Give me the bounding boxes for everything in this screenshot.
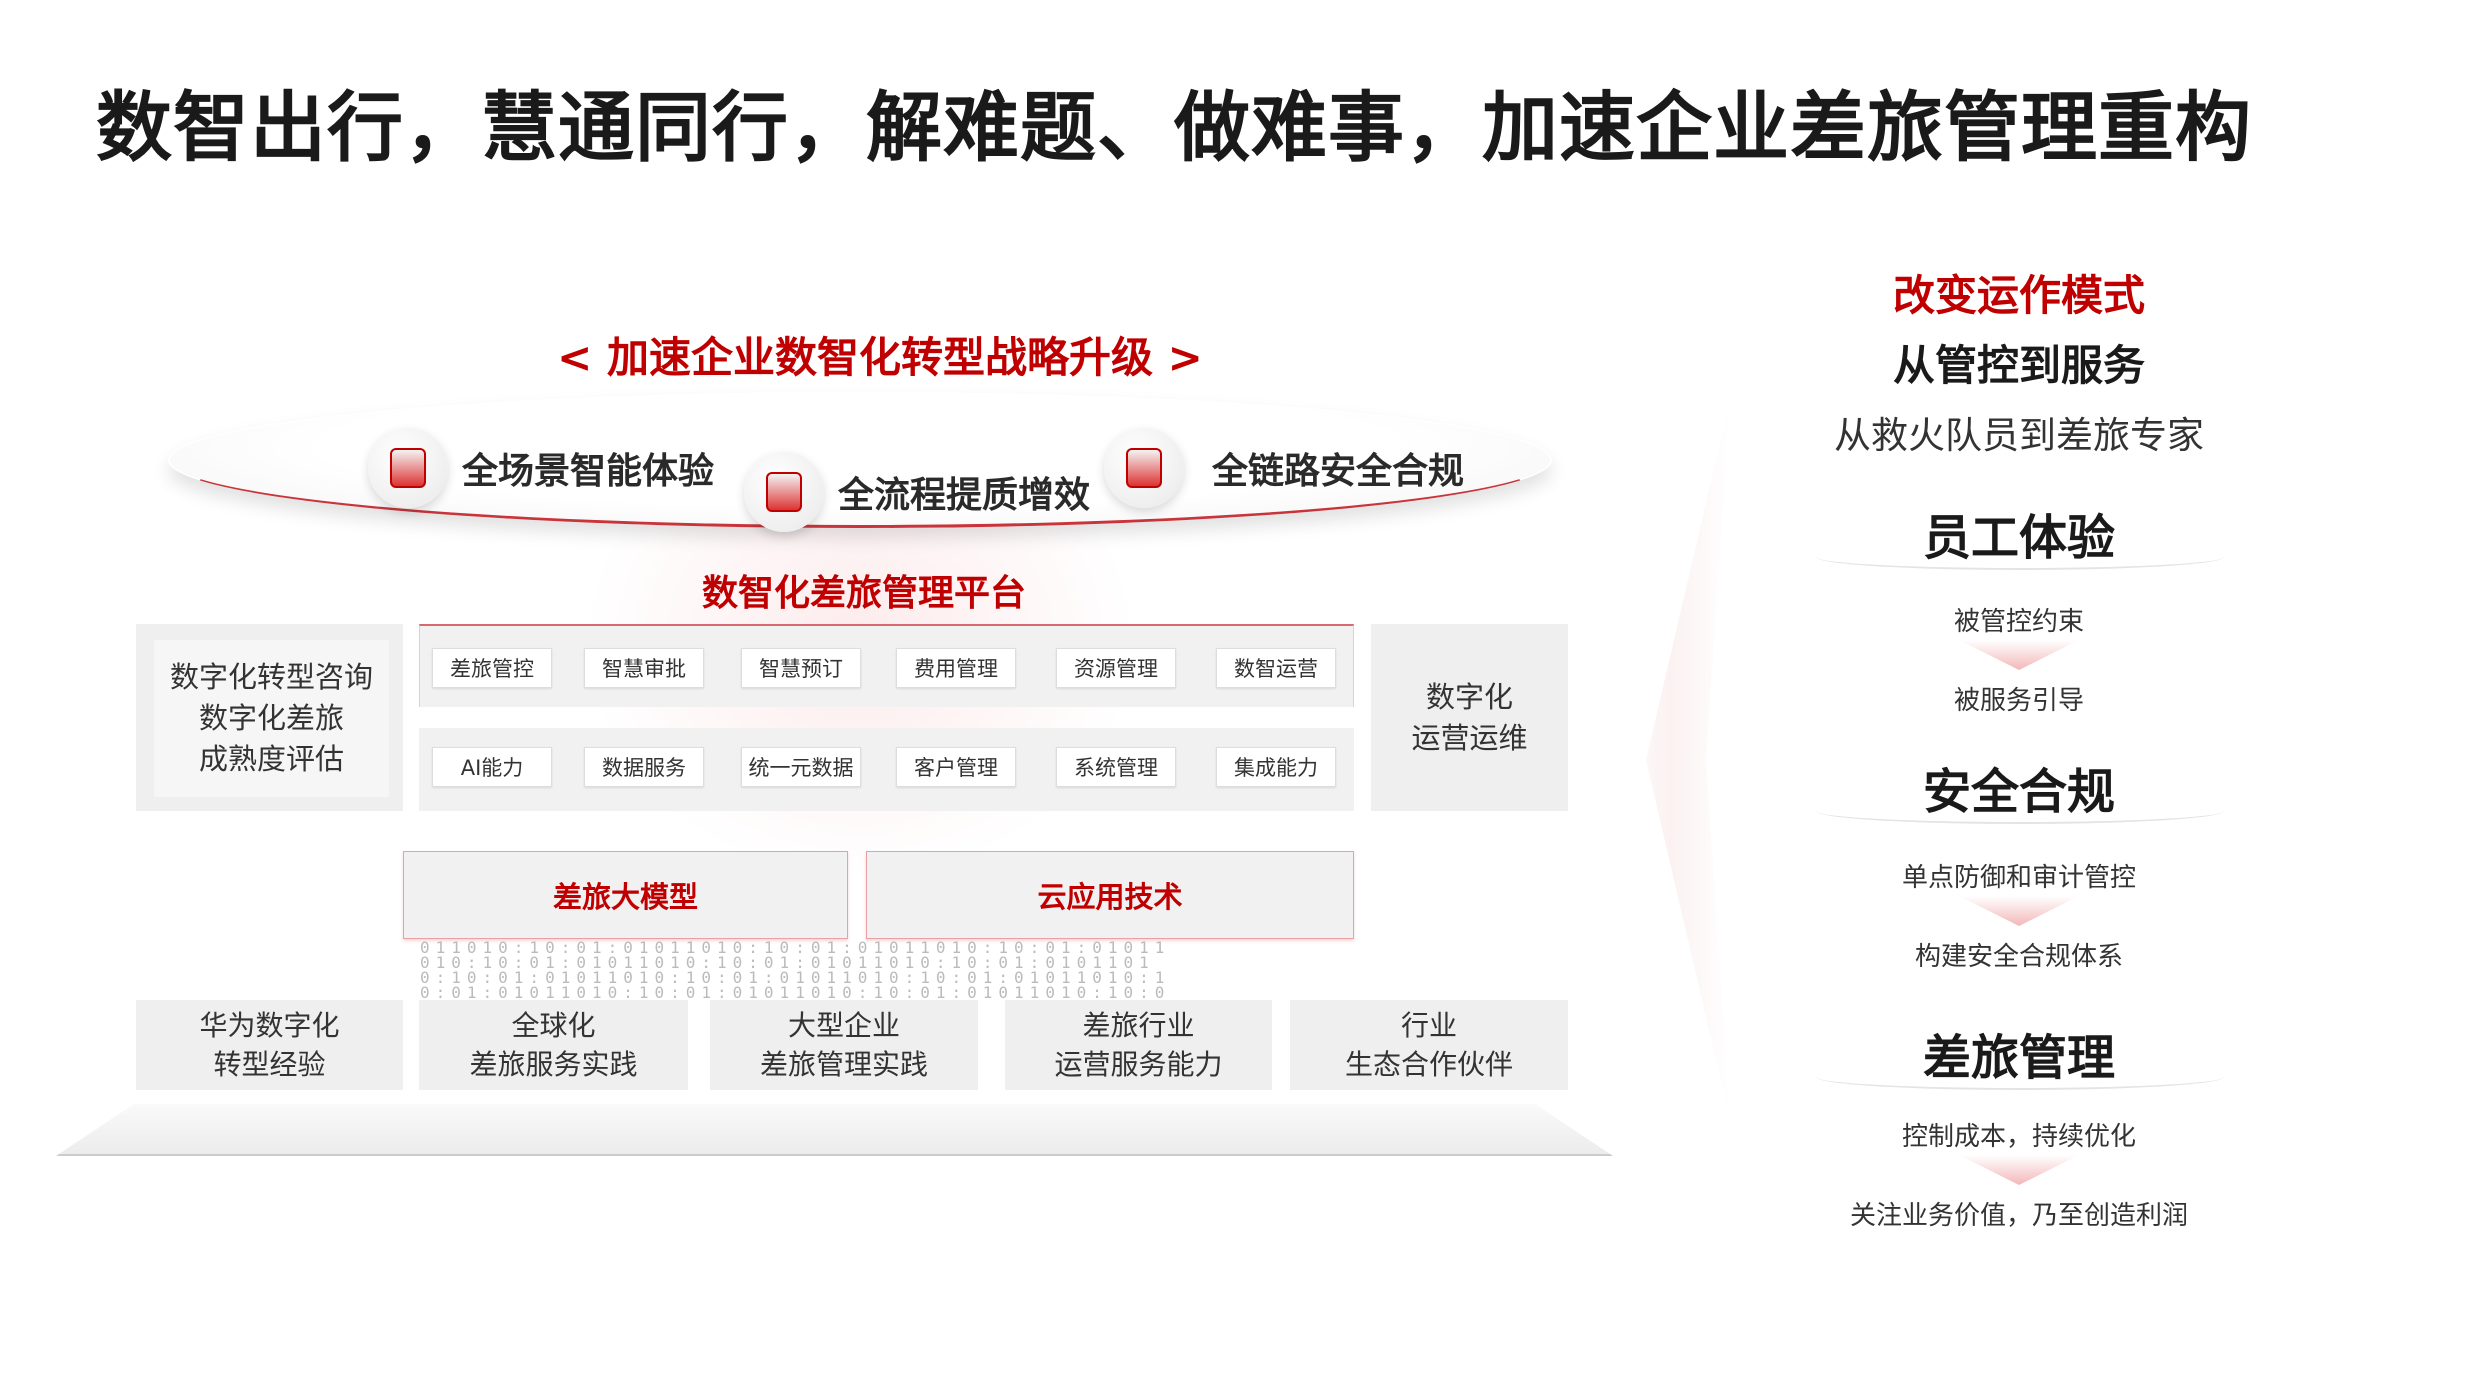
right-heading: 改变运作模式 [1892, 271, 2146, 320]
section-to: 关注业务价值，乃至创造利润 [1849, 1201, 2189, 1231]
ops-line: 数字化 [1425, 679, 1513, 714]
section-ellipse [1816, 1064, 2224, 1090]
business-modules-row [419, 624, 1354, 707]
foundation-box: 大型企业差旅管理实践 [710, 1000, 978, 1090]
foundation-line: 差旅管理实践 [759, 1048, 928, 1081]
foundation-line: 转型经验 [213, 1048, 326, 1081]
strategy-heading: < 加速企业数智化转型战略升级 > [557, 333, 1203, 382]
section-from: 单点防御和审计管控 [1901, 863, 2137, 893]
pillar-smart-experience: 全场景智能体验 [368, 428, 714, 508]
foundation-line: 差旅行业 [1082, 1009, 1195, 1042]
consulting-box: 数字化转型咨询 数字化差旅 成熟度评估 [136, 624, 403, 811]
arrow-down-icon [1959, 1155, 2079, 1185]
pillar-efficiency: 全流程提质增效 [744, 452, 1090, 532]
section-ellipse [1816, 544, 2224, 570]
consulting-line: 数字化差旅 [198, 701, 344, 735]
section-to: 构建安全合规体系 [1914, 942, 2124, 972]
right-subheading: 从管控到服务 [1892, 341, 2146, 390]
module-resource[interactable]: 资源管理 [1056, 648, 1176, 688]
ops-box: 数字化 运营运维 [1371, 624, 1568, 811]
ops-line: 运营运维 [1411, 720, 1528, 755]
section-title: 差旅管理 [1922, 1030, 2116, 1086]
page-title: 数智出行，慧通同行，解难题、做难事，加速企业差旅管理重构 [96, 83, 2252, 172]
pillar-label: 全场景智能体验 [462, 451, 715, 492]
arrow-down-icon [1959, 896, 2079, 926]
pillar-security: 全链路安全合规 [1104, 428, 1464, 508]
section-title: 安全合规 [1922, 764, 2116, 820]
foundation-line: 华为数字化 [199, 1009, 340, 1042]
platform-title: 数智化差旅管理平台 [701, 573, 1027, 614]
module-integration[interactable]: 集成能力 [1216, 747, 1336, 787]
section-from: 控制成本，持续优化 [1901, 1122, 2137, 1152]
arrow-down-icon [1959, 640, 2079, 670]
efficiency-icon [744, 452, 824, 532]
module-smart-approval[interactable]: 智慧审批 [584, 648, 704, 688]
cloud-tech-box: 云应用技术 [866, 851, 1354, 939]
foundation-line: 全球化 [511, 1009, 596, 1042]
right-tagline: 从救火队员到差旅专家 [1834, 414, 2204, 457]
module-data-service[interactable]: 数据服务 [584, 747, 704, 787]
module-metadata[interactable]: 统一元数据 [741, 747, 861, 787]
foundation-box: 华为数字化转型经验 [136, 1000, 403, 1090]
pillar-label: 全链路安全合规 [1212, 451, 1465, 492]
module-customer[interactable]: 客户管理 [896, 747, 1016, 787]
foundation-line: 差旅服务实践 [469, 1048, 638, 1081]
module-travel-control[interactable]: 差旅管控 [432, 648, 552, 688]
foundation-box: 全球化差旅服务实践 [419, 1000, 688, 1090]
module-smart-booking[interactable]: 智慧预订 [741, 648, 861, 688]
module-ai[interactable]: AI能力 [432, 747, 552, 787]
pillar-label: 全流程提质增效 [838, 475, 1091, 516]
section-to: 被服务引导 [1953, 686, 2085, 716]
foundation-line: 生态合作伙伴 [1344, 1048, 1513, 1081]
module-expense[interactable]: 费用管理 [896, 648, 1016, 688]
foundation-box: 差旅行业运营服务能力 [1005, 1000, 1272, 1090]
binary-stream-decoration: 011010:10:01:01011010:10:01:01011010:10:… [420, 940, 1171, 1000]
capability-modules-row [419, 728, 1354, 811]
module-system[interactable]: 系统管理 [1056, 747, 1176, 787]
section-from: 被管控约束 [1953, 607, 2085, 637]
section-ellipse [1816, 798, 2224, 824]
foundation-line: 行业 [1400, 1009, 1457, 1042]
base-platform [56, 1104, 1613, 1156]
security-compliance-icon [1104, 428, 1184, 508]
smart-experience-icon [368, 428, 448, 508]
section-divider [1646, 400, 1730, 1120]
foundation-line: 大型企业 [787, 1009, 900, 1042]
module-operations[interactable]: 数智运营 [1216, 648, 1336, 688]
consulting-line: 成熟度评估 [198, 742, 344, 776]
foundation-line: 运营服务能力 [1054, 1048, 1223, 1081]
section-title: 员工体验 [1922, 510, 2116, 566]
consulting-line: 数字化转型咨询 [169, 660, 373, 694]
foundation-box: 行业生态合作伙伴 [1290, 1000, 1568, 1090]
travel-llm-box: 差旅大模型 [403, 851, 848, 939]
